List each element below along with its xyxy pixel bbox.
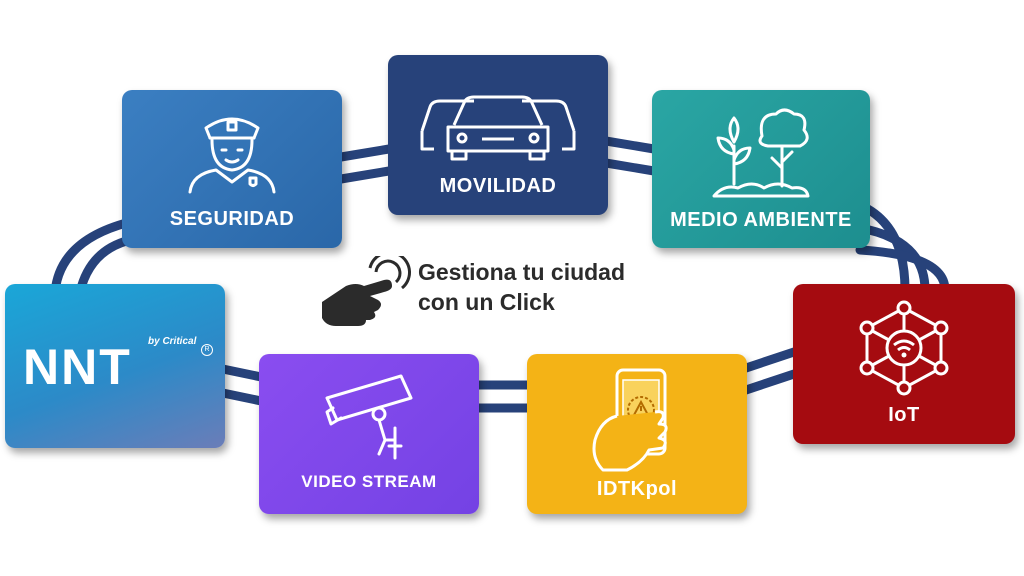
- tile-idtkpol[interactable]: IDTKpol: [527, 354, 747, 514]
- trees-icon: [712, 108, 810, 198]
- tile-video-stream-label: VIDEO STREAM: [301, 472, 437, 491]
- slogan: Gestiona tu ciudad con un Click: [418, 257, 625, 317]
- cars-icon: [420, 95, 576, 161]
- slogan-line-1: Gestiona tu ciudad: [418, 259, 626, 285]
- slogan-line-2: con un Click: [418, 289, 555, 315]
- tile-seguridad-label: SEGURIDAD: [169, 208, 295, 230]
- tile-idtkpol-label: IDTKpol: [596, 478, 678, 500]
- iot-network-icon: [859, 300, 949, 396]
- tile-movilidad-label: MOVILIDAD: [439, 175, 557, 197]
- police-officer-icon: [188, 117, 276, 194]
- tile-medio-ambiente-label: MEDIO AMBIENTE: [670, 209, 852, 231]
- security-camera-icon: [325, 374, 413, 460]
- nnt-byline: by Critical: [148, 336, 197, 347]
- tile-iot[interactable]: IoT: [793, 284, 1015, 444]
- phone-in-hand-icon: [592, 368, 668, 472]
- tile-movilidad[interactable]: MOVILIDAD: [388, 55, 608, 215]
- registered-mark-icon: R: [201, 344, 213, 356]
- tile-medio-ambiente[interactable]: MEDIO AMBIENTE: [652, 90, 870, 248]
- hand-click-icon: [322, 256, 412, 326]
- tile-seguridad[interactable]: SEGURIDAD: [122, 90, 342, 248]
- tile-video-stream[interactable]: VIDEO STREAM: [259, 354, 479, 514]
- tile-nnt-logo[interactable]: by Critical NNT R: [5, 284, 225, 448]
- nnt-logo-text: NNT: [23, 339, 132, 395]
- tile-iot-label: IoT: [888, 404, 920, 426]
